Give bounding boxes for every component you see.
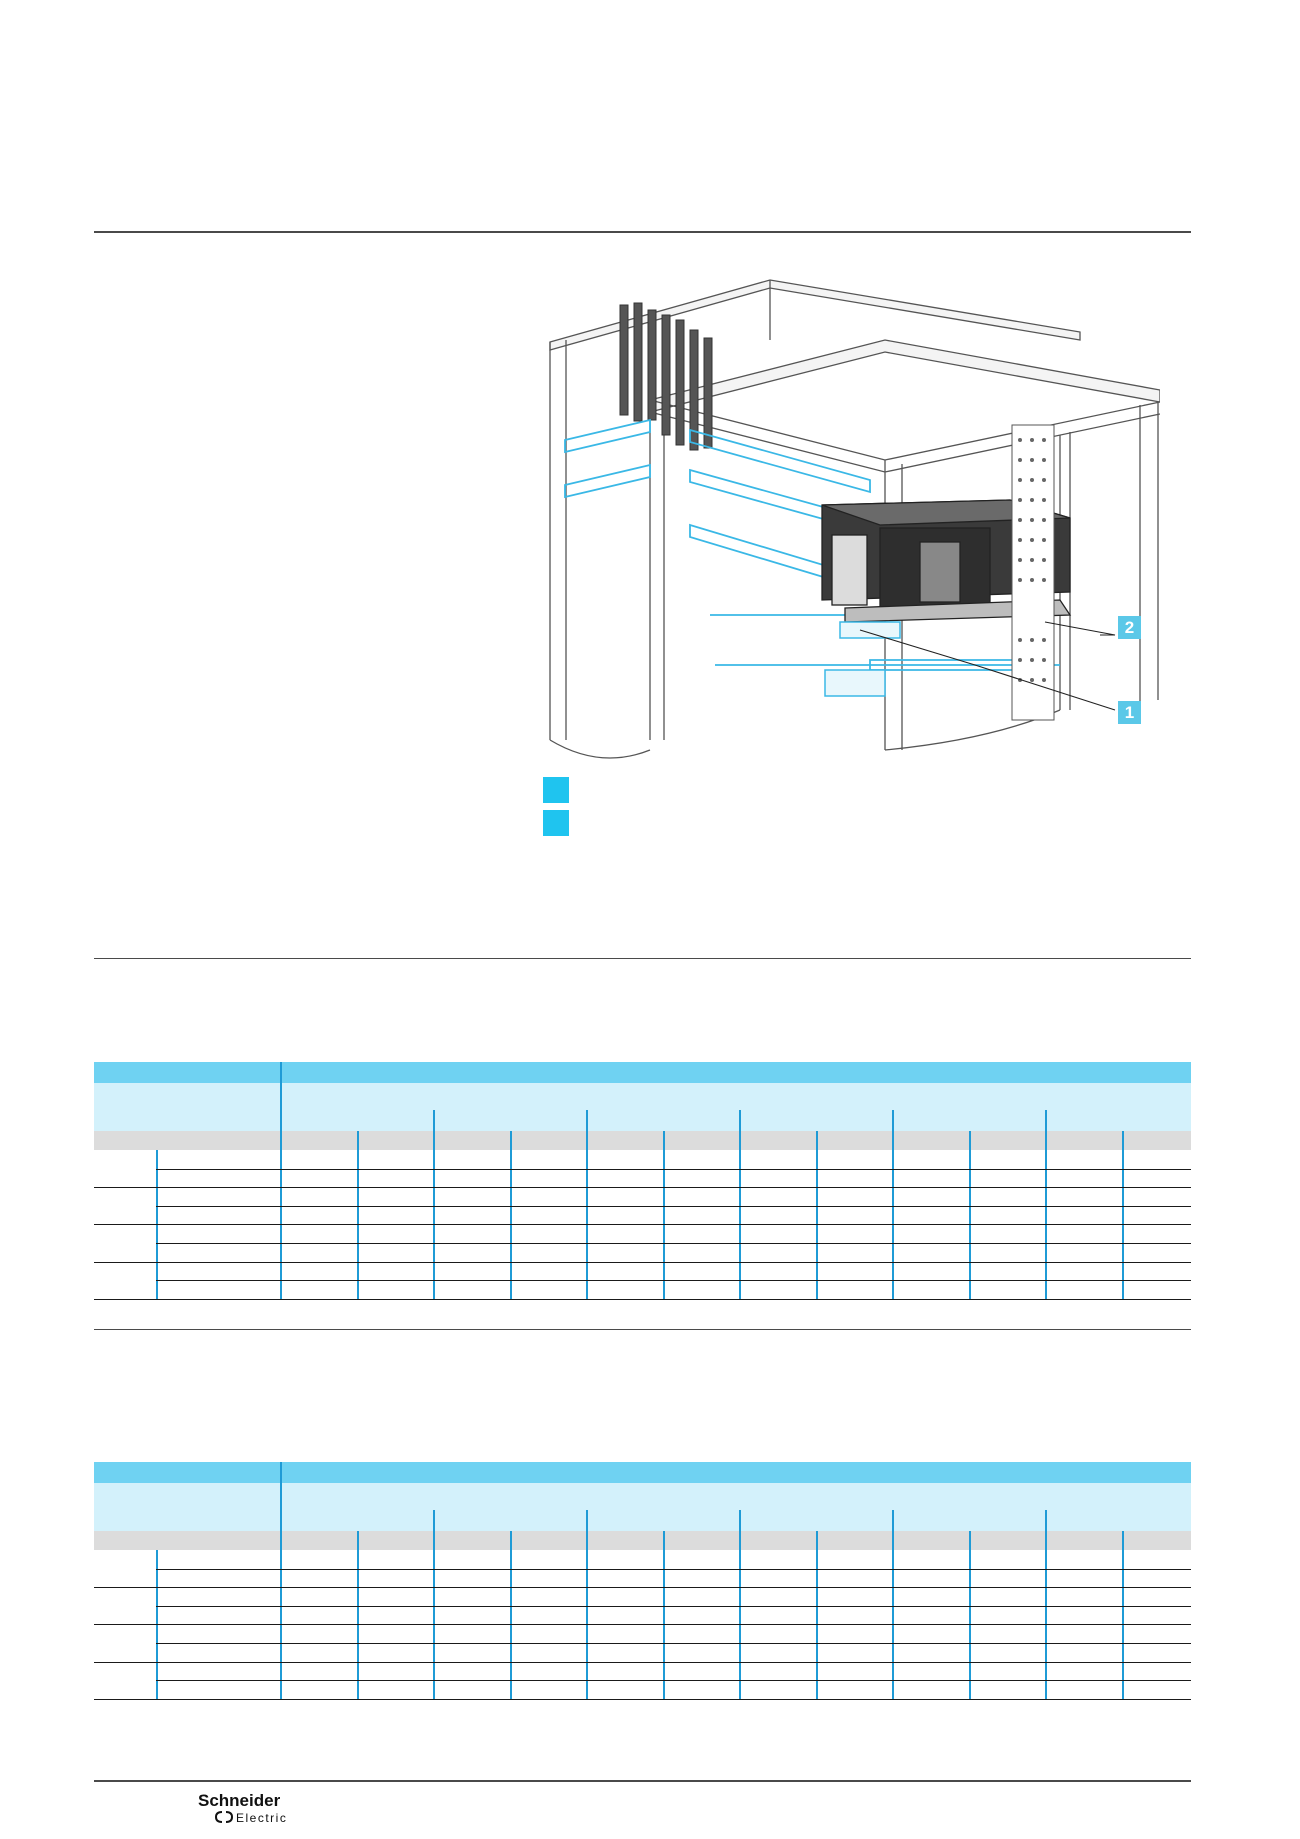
column-divider: [1122, 1531, 1124, 1699]
table-row-line: [94, 1587, 1191, 1588]
column-divider: [1045, 1110, 1047, 1299]
column-divider: [433, 1110, 435, 1299]
column-divider: [510, 1531, 512, 1699]
table-subheader-row: [94, 1083, 1191, 1131]
column-divider: [1045, 1510, 1047, 1699]
column-divider: [663, 1531, 665, 1699]
logo-brand-line1: Schneider: [198, 1791, 281, 1810]
column-divider: [663, 1131, 665, 1299]
top-rule: [94, 231, 1191, 233]
column-divider: [816, 1531, 818, 1699]
table-unit-row: [94, 1531, 1191, 1550]
schneider-electric-logo: Schneider Electric: [198, 1791, 287, 1825]
data-table-2: [94, 1462, 1191, 1732]
column-divider: [816, 1131, 818, 1299]
column-divider: [892, 1510, 894, 1699]
column-divider: [586, 1510, 588, 1699]
column-divider: [969, 1131, 971, 1299]
callout-1: 1: [1118, 701, 1141, 724]
table-row-line: [156, 1169, 1191, 1170]
table-row-line: [94, 1662, 1191, 1663]
data-table-1: [94, 1062, 1191, 1362]
callout-2: 2: [1118, 616, 1141, 639]
header-divider: [280, 1462, 282, 1699]
logo-brand-line2: Electric: [236, 1811, 287, 1825]
column-divider: [1122, 1131, 1124, 1299]
column-divider: [739, 1110, 741, 1299]
table-row-line: [94, 1624, 1191, 1625]
table-row-line: [94, 1224, 1191, 1225]
table-unit-row: [94, 1131, 1191, 1150]
table-bottom-rule: [94, 1699, 1191, 1700]
table-row-line: [156, 1280, 1191, 1281]
column-divider: [433, 1510, 435, 1699]
column-divider: [969, 1531, 971, 1699]
column-divider: [357, 1131, 359, 1299]
table-row-line: [156, 1680, 1191, 1681]
column-divider: [892, 1110, 894, 1299]
table-row-line: [156, 1643, 1191, 1644]
header-divider: [280, 1062, 282, 1299]
legend-marker-1: [543, 777, 569, 803]
table-subheader-row: [94, 1483, 1191, 1531]
footer-rule: [94, 1780, 1191, 1782]
table-bottom-rule: [94, 1299, 1191, 1300]
column-divider: [586, 1110, 588, 1299]
table-row-line: [94, 1262, 1191, 1263]
legend-marker-2: [543, 810, 569, 836]
table-row-line: [156, 1606, 1191, 1607]
table-row-line: [156, 1243, 1191, 1244]
column-divider: [739, 1510, 741, 1699]
table-row-line: [156, 1206, 1191, 1207]
table-end-rule: [94, 1329, 1191, 1330]
switchboard-illustration: [549, 279, 1160, 759]
column-divider: [510, 1131, 512, 1299]
table-row-line: [156, 1569, 1191, 1570]
section-rule: [94, 958, 1191, 959]
column-divider: [357, 1531, 359, 1699]
table-header-row: [94, 1062, 1191, 1083]
table-row-line: [94, 1187, 1191, 1188]
table-header-row: [94, 1462, 1191, 1483]
